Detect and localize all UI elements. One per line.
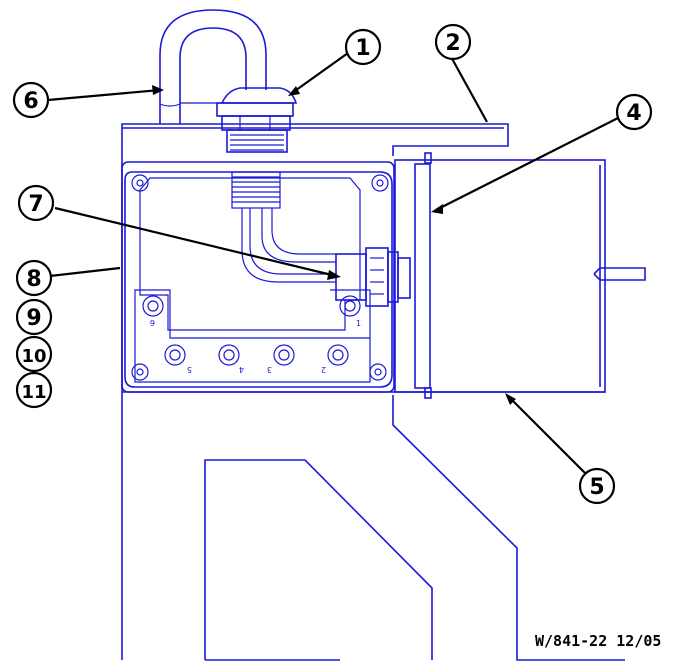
internal-wiring [231,171,336,283]
terminal-label: 1 [356,319,361,328]
callout-1: 1 [344,28,382,66]
callout-label: 11 [21,382,46,403]
cable-gland [216,87,298,153]
terminal-block: 6 5 4 3 2 1 [134,289,371,383]
callout-5: 5 [578,467,616,505]
terminal-label: 6 [150,318,155,327]
callout-label: 4 [626,101,641,126]
callout-label: 10 [21,346,46,367]
callout-label: 5 [589,475,604,500]
terminal-label: 2 [321,365,326,374]
callout-11: 11 [15,371,53,409]
callout-label: 9 [26,306,41,331]
callout-8: 8 [15,259,53,297]
callout-2: 2 [434,23,472,61]
terminal-label: 3 [267,365,272,374]
drawing-id: W/841-22 12/05 [535,632,661,650]
mounting-plate [414,152,432,399]
callout-4: 4 [615,93,653,131]
callout-6: 6 [12,81,50,119]
callout-9: 9 [15,298,53,336]
callout-label: 7 [28,192,43,217]
terminal-label: 4 [239,365,244,374]
leader-lines [47,52,619,474]
callout-label: 1 [355,36,370,61]
flexible-cable [159,9,267,124]
callout-7: 7 [17,184,55,222]
terminal-label: 5 [187,365,192,374]
limit-switch [335,247,411,307]
callout-label: 6 [23,89,38,114]
junction-box [121,161,395,393]
callout-label: 2 [445,31,460,56]
callout-10: 10 [15,335,53,373]
callout-label: 8 [26,267,41,292]
housing [394,159,646,393]
